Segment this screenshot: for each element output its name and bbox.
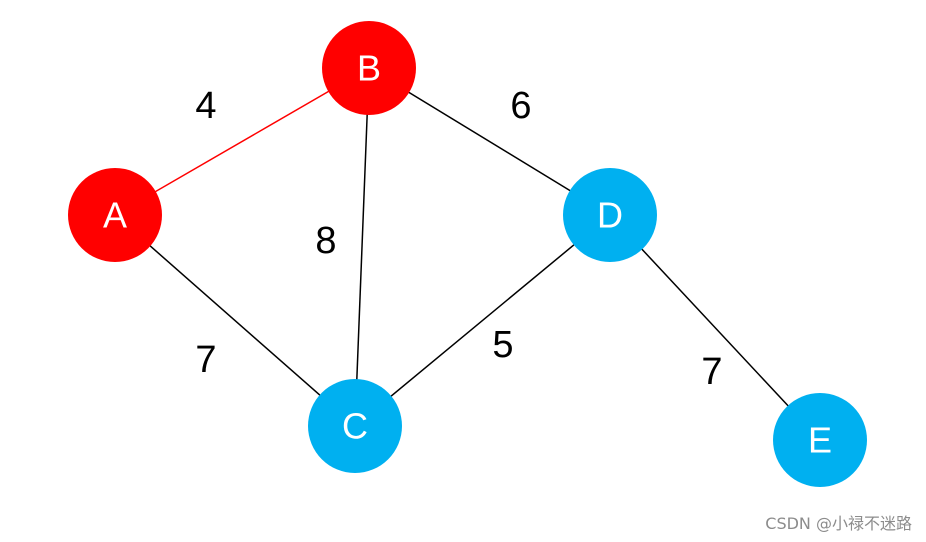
edge-a-b bbox=[114, 67, 370, 216]
edge-weight-c-d: 5 bbox=[492, 324, 513, 366]
node-a: A bbox=[68, 168, 162, 262]
edge-weight-a-c: 7 bbox=[195, 339, 216, 381]
edge-weight-d-e: 7 bbox=[701, 351, 722, 393]
edge-d-e bbox=[609, 214, 821, 441]
node-c: C bbox=[308, 379, 402, 473]
node-d: D bbox=[563, 168, 657, 262]
node-d-label: D bbox=[597, 195, 623, 236]
edge-weight-b-d: 6 bbox=[510, 85, 531, 127]
edge-b-d bbox=[368, 67, 611, 216]
edge-c-d bbox=[354, 214, 611, 427]
node-d-circle bbox=[563, 168, 657, 262]
watermark: CSDN @小禄不迷路 bbox=[765, 514, 912, 533]
edge-a-c bbox=[114, 214, 356, 427]
edge-b-c bbox=[354, 67, 370, 427]
node-c-circle bbox=[308, 379, 402, 473]
edge-weight-b-c: 8 bbox=[315, 220, 336, 262]
node-b: B bbox=[322, 21, 416, 115]
node-b-circle bbox=[322, 21, 416, 115]
node-a-label: A bbox=[103, 195, 127, 236]
edge-weight-a-b: 4 bbox=[195, 85, 216, 127]
node-a-circle bbox=[68, 168, 162, 262]
node-e: E bbox=[773, 393, 867, 487]
node-b-label: B bbox=[357, 48, 381, 89]
node-e-circle bbox=[773, 393, 867, 487]
node-c-label: C bbox=[342, 406, 368, 447]
node-e-label: E bbox=[808, 420, 832, 461]
